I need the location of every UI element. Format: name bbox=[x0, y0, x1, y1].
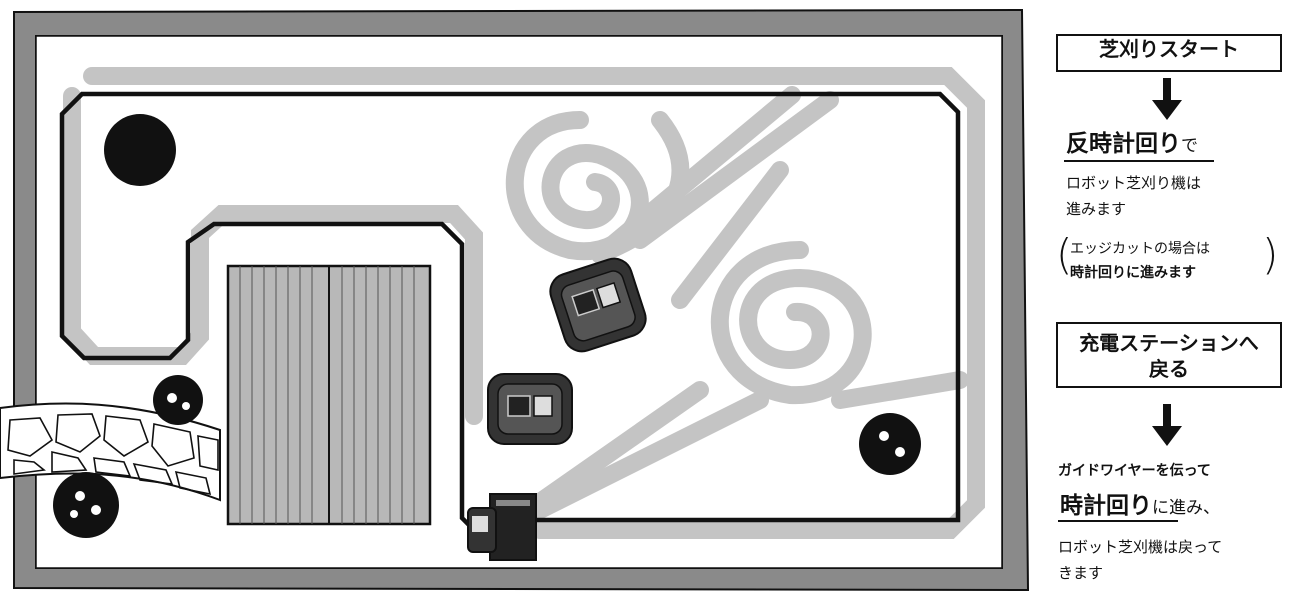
start-line-1: ロボット芝刈り機は bbox=[1066, 174, 1202, 192]
return-line-1: ガイドワイヤーを伝って bbox=[1058, 463, 1211, 479]
start-mowing-box: 芝刈りスタート bbox=[1056, 34, 1282, 72]
bush-left-middle bbox=[153, 375, 203, 425]
edge-cut-note-line-2: 時計回りに進みます bbox=[1070, 265, 1196, 281]
return-to-station-box: 充電ステーションへ 戻る bbox=[1056, 322, 1282, 388]
edge-cut-note-line-1: エッジカットの場合は bbox=[1070, 241, 1210, 257]
wooden-deck bbox=[226, 264, 432, 526]
clockwise-label: 時計回り bbox=[1060, 493, 1152, 519]
underline bbox=[1064, 160, 1214, 162]
lawn-diagram bbox=[0, 8, 1030, 592]
return-box-line-2: 戻る bbox=[1149, 357, 1189, 381]
counterclockwise-label: 反時計回り bbox=[1066, 131, 1181, 157]
close-paren: ) bbox=[1262, 230, 1279, 279]
underline bbox=[1058, 520, 1178, 522]
instruction-panel: 芝刈りスタート 反時計回りで ロボット芝刈り機は 進みます ( エッジカットの場… bbox=[1040, 0, 1298, 592]
return-line-2: ロボット芝刈機は戻って bbox=[1058, 538, 1223, 556]
return-box-line-1: 充電ステーションへ bbox=[1079, 331, 1259, 355]
return-line-3: きます bbox=[1058, 564, 1104, 582]
mowing-paths bbox=[63, 67, 985, 539]
open-paren: ( bbox=[1056, 230, 1073, 279]
bush-right bbox=[859, 413, 921, 475]
bush-top-left bbox=[104, 114, 176, 186]
start-line-2: 進みます bbox=[1066, 200, 1127, 218]
boundary-wire bbox=[59, 91, 961, 528]
arrow-down-icon bbox=[1152, 404, 1182, 446]
charging-station bbox=[467, 493, 537, 561]
robot-mower-2 bbox=[487, 373, 573, 445]
start-direction-suffix: で bbox=[1181, 136, 1198, 156]
stone-path bbox=[0, 402, 221, 502]
return-direction-suffix: に進み、 bbox=[1152, 498, 1220, 518]
bush-bottom-left bbox=[53, 472, 119, 538]
start-mowing-label: 芝刈りスタート bbox=[1099, 37, 1239, 61]
robot-mower-1 bbox=[549, 257, 647, 353]
arrow-down-icon bbox=[1152, 78, 1182, 120]
